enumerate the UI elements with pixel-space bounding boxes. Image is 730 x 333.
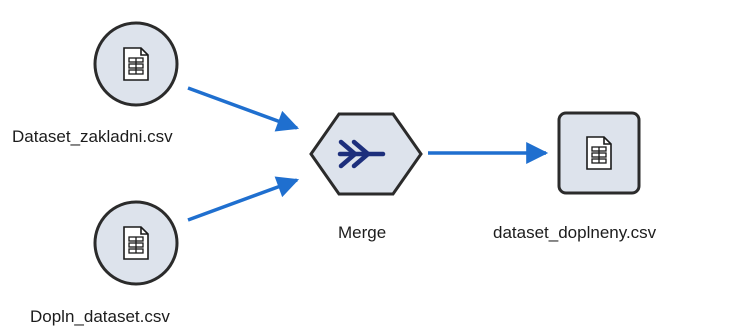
csv-file-icon <box>123 47 149 81</box>
source-top-label: Dataset_zakladni.csv <box>12 127 173 146</box>
csv-file-icon <box>123 226 149 260</box>
edge-source-bottom-to-merge[interactable] <box>187 176 300 222</box>
output-label: dataset_doplneny.csv <box>493 223 657 242</box>
source-bottom-label: Dopln_dataset.csv <box>30 307 170 326</box>
node-source-bottom[interactable] <box>93 200 179 286</box>
edge-source-top-to-merge[interactable] <box>187 86 300 132</box>
node-merge[interactable] <box>309 112 423 196</box>
node-output[interactable] <box>557 111 641 195</box>
merge-arrows-icon <box>337 139 386 169</box>
node-source-top[interactable] <box>93 21 179 107</box>
merge-label: Merge <box>338 223 387 242</box>
csv-file-icon <box>586 136 612 170</box>
